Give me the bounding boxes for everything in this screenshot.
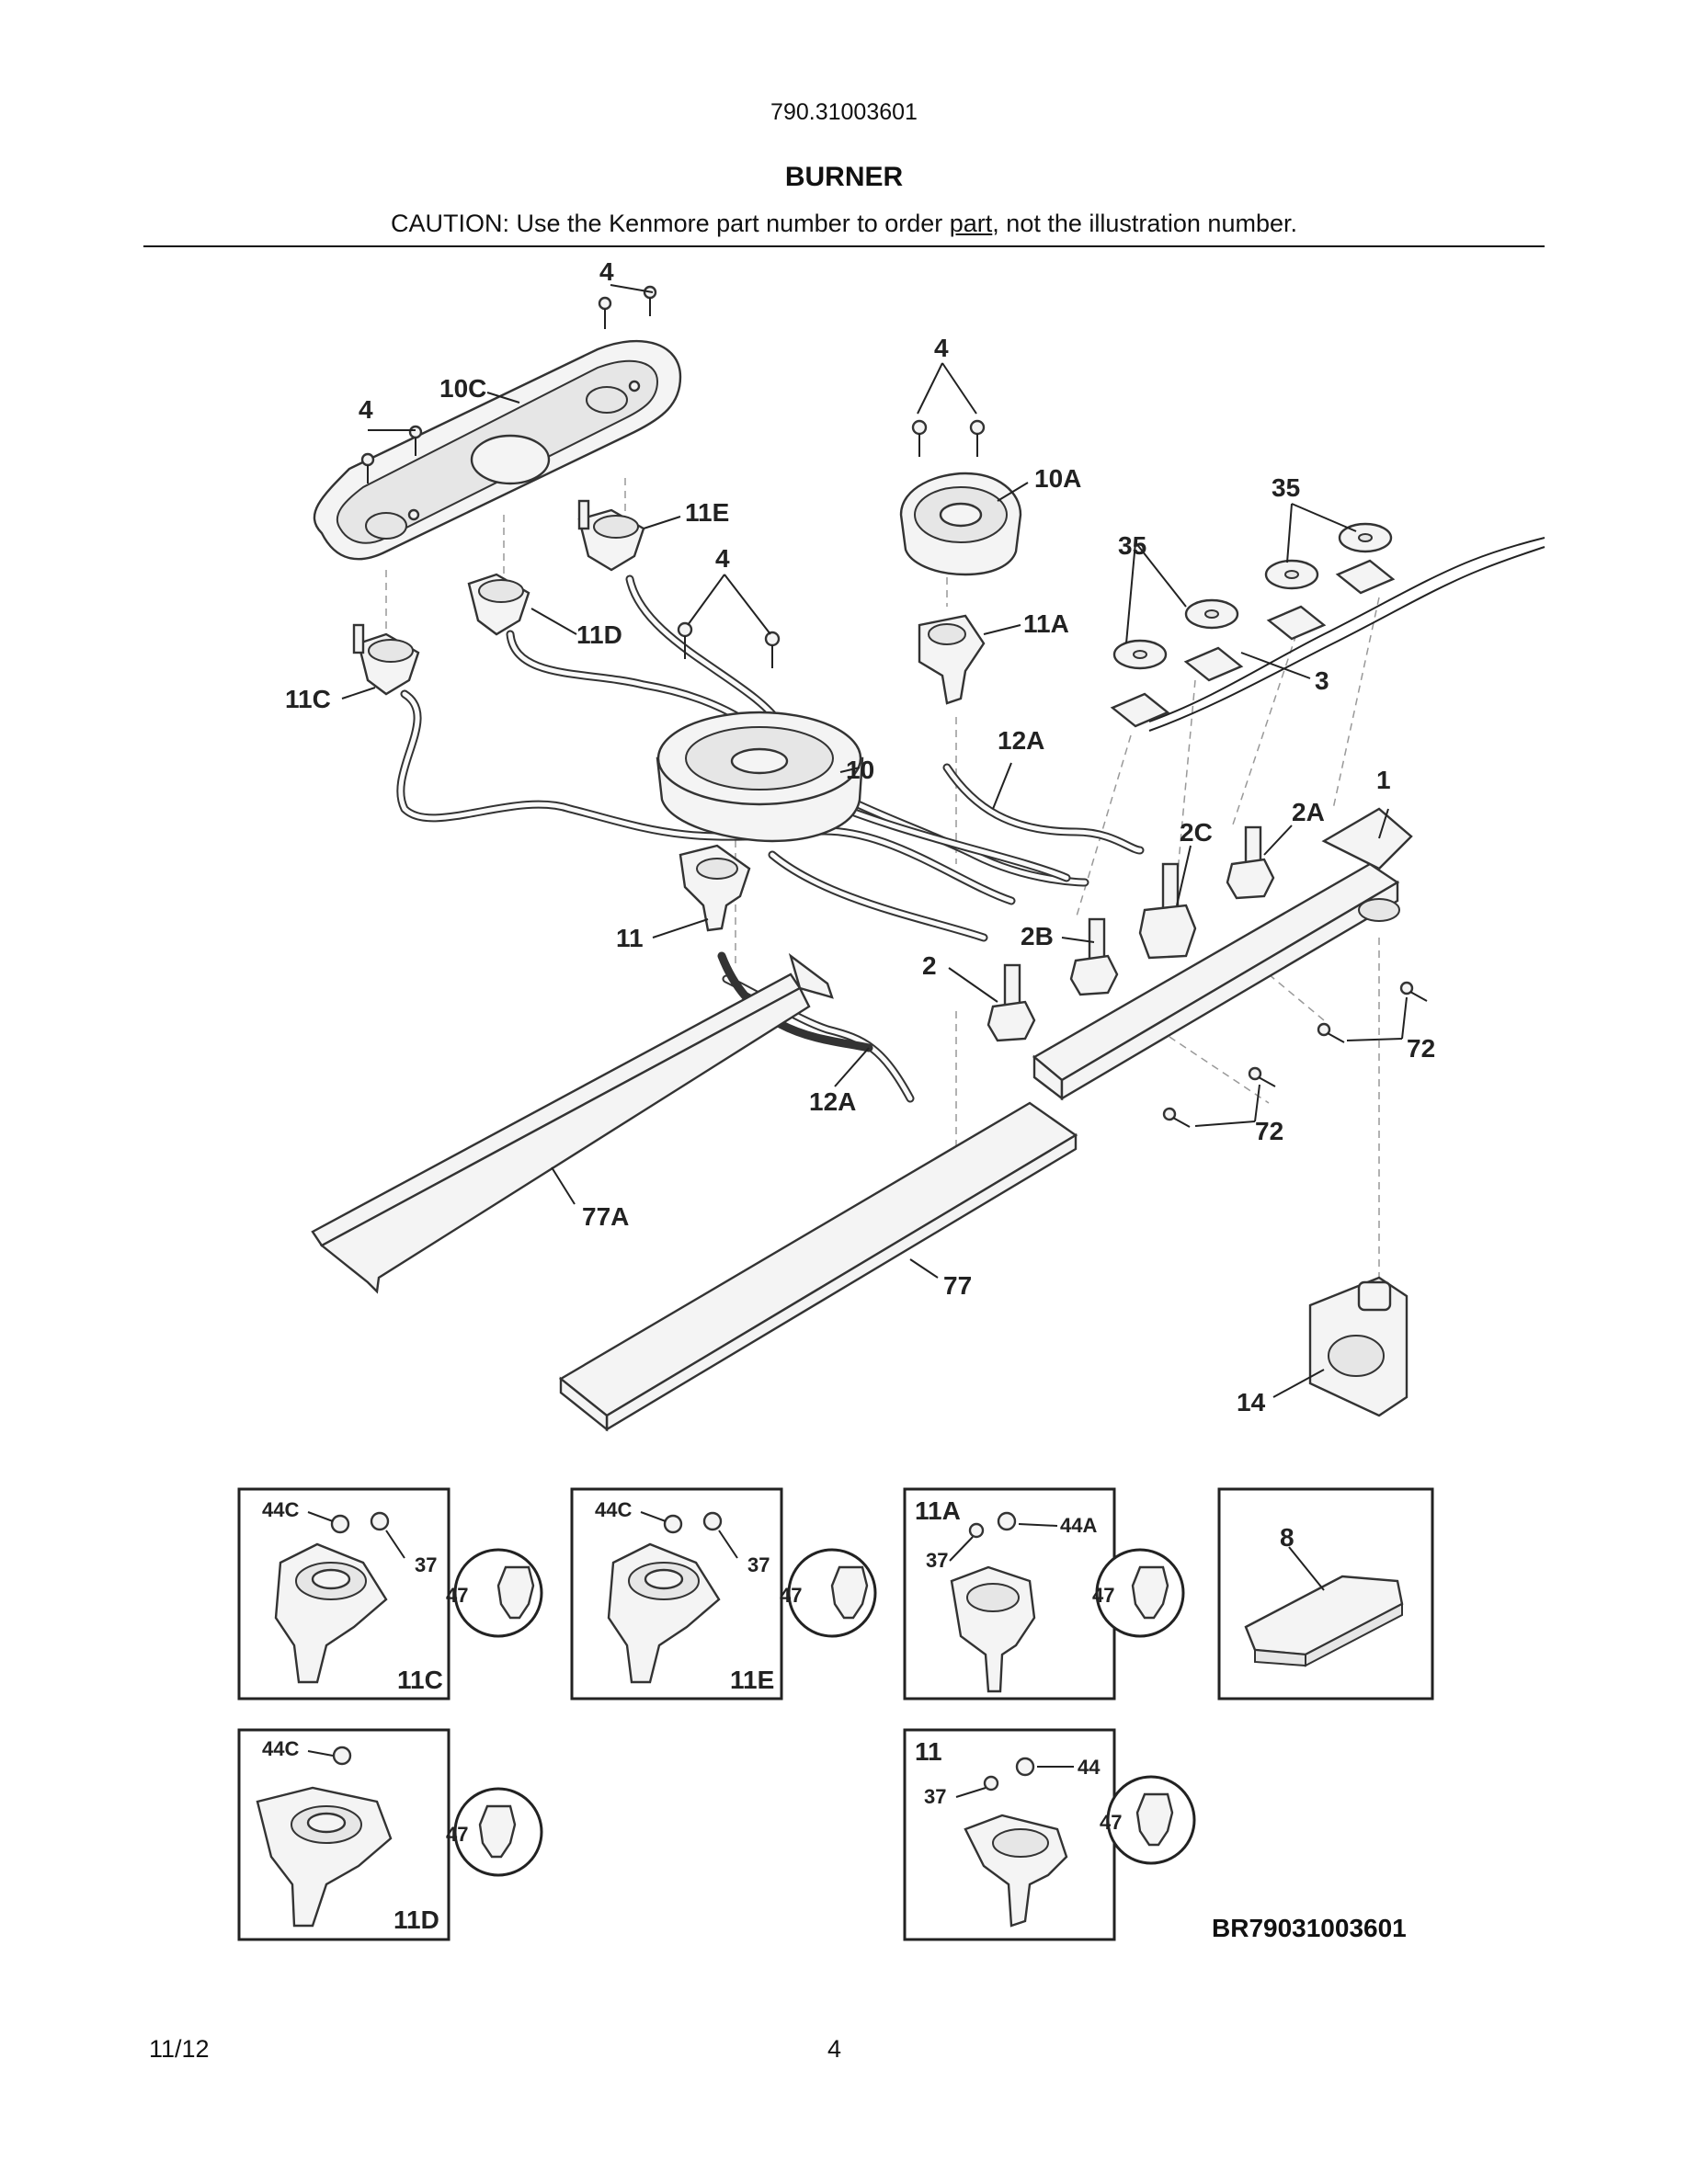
inset-11E-label-44C: 44C bbox=[595, 1498, 632, 1521]
callout-4-mid: 4 bbox=[715, 544, 730, 573]
caution-text-start: CAUTION: Use the Kenmore part number to … bbox=[391, 210, 950, 237]
inset-11D-title: 11D bbox=[393, 1905, 439, 1934]
callout-4-top: 4 bbox=[599, 257, 614, 286]
inset-11E: 44C 37 11E 47 bbox=[570, 1487, 877, 1701]
callout-11C: 11C bbox=[285, 685, 331, 713]
inset-11-label-47: 47 bbox=[1100, 1811, 1122, 1834]
inset-11A: 11A 44A 37 47 bbox=[903, 1487, 1185, 1701]
leader-lines bbox=[341, 284, 1408, 1398]
callout-35-right: 35 bbox=[1272, 473, 1300, 502]
caution-note: CAUTION: Use the Kenmore part number to … bbox=[0, 210, 1688, 238]
callout-4-right: 4 bbox=[934, 334, 949, 362]
header-divider bbox=[143, 245, 1545, 247]
inset-11E-title: 11E bbox=[730, 1666, 774, 1694]
inset-8-label: 8 bbox=[1280, 1523, 1295, 1552]
callout-72-right: 72 bbox=[1407, 1034, 1435, 1063]
inset-11D: 44C 11D 47 bbox=[237, 1728, 543, 1941]
inset-11A-label-44A: 44A bbox=[1060, 1514, 1097, 1537]
bracket-77A bbox=[311, 952, 834, 1294]
inset-11C-label-37: 37 bbox=[415, 1553, 437, 1576]
model-number: 790.31003601 bbox=[770, 99, 918, 125]
inset-11-title: 11 bbox=[915, 1737, 942, 1766]
inset-11A-label-47: 47 bbox=[1092, 1584, 1114, 1607]
callout-2A: 2A bbox=[1292, 798, 1325, 826]
callout-10C: 10C bbox=[439, 374, 486, 403]
inset-11C-title: 11C bbox=[397, 1666, 443, 1694]
burner-base-11C bbox=[352, 623, 420, 696]
inset-8-spark-module: 8 bbox=[1217, 1487, 1434, 1701]
page-title: BURNER bbox=[784, 162, 904, 192]
callout-4-left: 4 bbox=[359, 395, 373, 424]
valve-2 bbox=[987, 963, 1036, 1042]
burner-base-11D bbox=[467, 573, 530, 636]
callout-35-left: 35 bbox=[1118, 531, 1146, 560]
drawing-code: BR79031003601 bbox=[1212, 1914, 1407, 1942]
callout-10: 10 bbox=[846, 756, 874, 784]
burner-base-11E bbox=[577, 499, 645, 572]
inset-11-label-37: 37 bbox=[924, 1785, 946, 1808]
inset-11D-label-47: 47 bbox=[446, 1823, 468, 1846]
griddle-burner-cover-10C bbox=[313, 339, 682, 561]
screws-72 bbox=[1162, 981, 1428, 1128]
callout-11E: 11E bbox=[685, 498, 729, 527]
callout-77: 77 bbox=[943, 1271, 972, 1300]
caution-underlined-word: part bbox=[949, 210, 993, 237]
callout-2C: 2C bbox=[1180, 818, 1213, 847]
inset-11-label-44: 44 bbox=[1078, 1756, 1101, 1779]
pressure-regulator-14 bbox=[1308, 1276, 1409, 1417]
valve-2B bbox=[1069, 917, 1119, 996]
inset-11A-label-37: 37 bbox=[926, 1549, 948, 1572]
inset-11C-label-44C: 44C bbox=[262, 1498, 299, 1521]
manifold-1 bbox=[1032, 807, 1413, 1101]
callout-2: 2 bbox=[922, 951, 937, 980]
inset-11C-label-47: 47 bbox=[446, 1584, 468, 1607]
inset-11: 11 44 37 47 bbox=[903, 1728, 1196, 1941]
callout-2B: 2B bbox=[1021, 922, 1054, 950]
ignitor-harness bbox=[1110, 522, 1545, 732]
callout-1: 1 bbox=[1376, 766, 1391, 794]
burner-10 bbox=[656, 711, 864, 843]
callout-12A-lower: 12A bbox=[809, 1087, 856, 1116]
inset-11C: 44C 37 11C 47 bbox=[237, 1487, 543, 1701]
valve-2A bbox=[1226, 825, 1275, 900]
inset-11D-label-44C: 44C bbox=[262, 1737, 299, 1760]
burner-head-10A bbox=[899, 472, 1022, 576]
callout-3: 3 bbox=[1315, 666, 1329, 695]
callout-77A: 77A bbox=[582, 1202, 629, 1231]
callout-11: 11 bbox=[616, 924, 644, 952]
inset-11E-label-37: 37 bbox=[747, 1553, 770, 1576]
callout-72-lower: 72 bbox=[1255, 1117, 1283, 1145]
callout-11D: 11D bbox=[576, 620, 622, 649]
burner-base-11A bbox=[918, 614, 986, 705]
callout-11A: 11A bbox=[1023, 609, 1069, 638]
bracket-77 bbox=[558, 1101, 1078, 1432]
callout-12A-upper: 12A bbox=[998, 726, 1044, 755]
footer-date: 11/12 bbox=[149, 2035, 210, 2063]
inset-11E-label-47: 47 bbox=[780, 1584, 802, 1607]
screws-4 bbox=[360, 285, 986, 668]
callout-labels: 4 4 4 4 10C 10A 11E 11D 11C 11A 35 35 3 … bbox=[285, 257, 1435, 1416]
callout-14: 14 bbox=[1237, 1388, 1266, 1416]
alignment-lines bbox=[385, 478, 1380, 1305]
page-number: 4 bbox=[827, 2035, 842, 2063]
inset-11A-title: 11A bbox=[915, 1496, 961, 1525]
burner-base-11 bbox=[679, 844, 751, 932]
caution-text-end: , not the illustration number. bbox=[992, 210, 1297, 237]
callout-10A: 10A bbox=[1034, 464, 1081, 493]
valve-2C bbox=[1138, 862, 1197, 960]
